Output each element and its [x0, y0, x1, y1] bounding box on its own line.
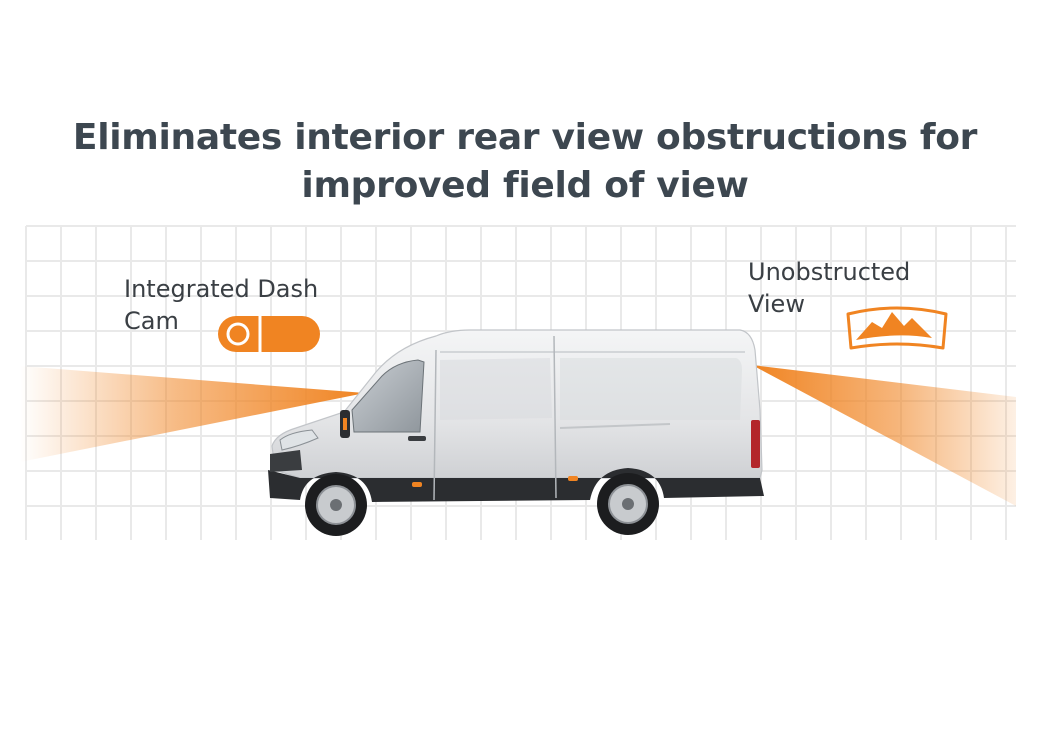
- unobstructed-view-label: Unobstructed View: [748, 256, 910, 320]
- headline: Eliminates interior rear view obstructio…: [0, 114, 1050, 210]
- unobstructed-view-label-line-2: View: [748, 290, 805, 318]
- dash-cam-label-line-2: Cam: [124, 307, 179, 335]
- mountain-view-icon: [846, 306, 948, 350]
- dash-cam-icon: [218, 316, 320, 352]
- van-illustration: [268, 329, 764, 536]
- dash-cam-label-line-1: Integrated Dash: [124, 275, 319, 303]
- rear-view-beam: [752, 365, 1016, 506]
- dash-cam-label: Integrated Dash Cam: [124, 273, 318, 337]
- dash-cam-beam: [20, 366, 365, 462]
- headline-line-2: improved field of view: [301, 165, 749, 207]
- unobstructed-view-label-line-1: Unobstructed: [748, 258, 911, 286]
- headline-line-1: Eliminates interior rear view obstructio…: [72, 117, 978, 159]
